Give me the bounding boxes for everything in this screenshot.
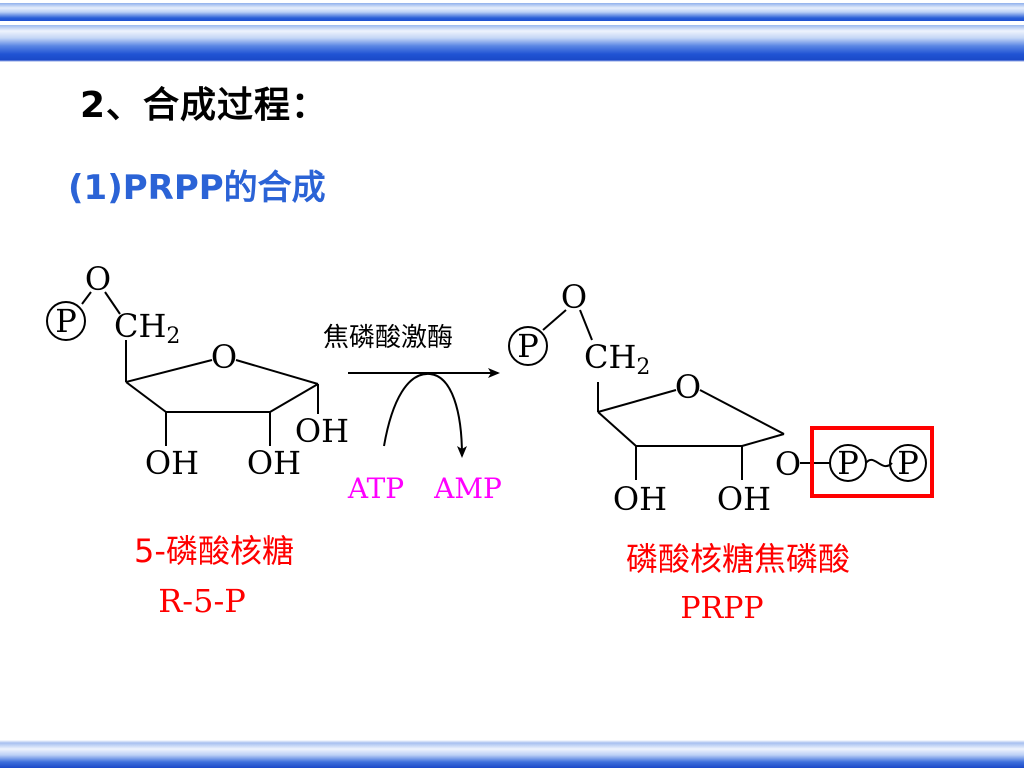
substrate-abbr-label: R-5-P — [158, 582, 246, 620]
product-pyro-p2-circle — [889, 444, 927, 482]
product-ring-o-c1 — [699, 389, 785, 435]
product-pyro-p1-label: P — [837, 444, 859, 482]
substrate-ring-c4-c3 — [125, 381, 167, 413]
substrate-oh-left: OH — [145, 444, 199, 482]
substrate-oh-right: OH — [295, 412, 349, 450]
atp-label: ATP — [347, 472, 404, 505]
product-oxygen-label: O — [561, 278, 587, 316]
substrate-phosphate-circle — [46, 301, 86, 341]
substrate-ring-o-c1 — [235, 359, 319, 385]
slide-title: 2、合成过程： — [80, 85, 329, 126]
product-ester-oxygen-label: O — [775, 445, 801, 483]
product-ring-c4-o — [597, 389, 677, 413]
substrate-oh-middle: OH — [247, 444, 301, 482]
product-phosphate-label: P — [517, 327, 539, 365]
product-phosphate-circle — [508, 326, 548, 366]
substrate-structure — [46, 291, 319, 446]
cofactor-curve-arrow — [383, 372, 467, 458]
substrate-ch2-label: CH2 — [114, 307, 180, 349]
product-ring-c4-c3 — [597, 411, 637, 447]
substrate-name-label: 5-磷酸核糖 — [134, 532, 294, 570]
product-oh-left: OH — [613, 480, 667, 518]
substrate-p-o-bond — [81, 291, 92, 305]
product-o-ch2-bond — [579, 309, 593, 341]
substrate-phosphate-label: P — [55, 302, 77, 340]
pyrophosphate-highlight-box — [810, 426, 934, 498]
slide-subtitle: (1)PRPP的合成 — [68, 168, 326, 208]
product-p-o-bond — [542, 309, 567, 331]
substrate-ring-oxygen-label: O — [211, 338, 237, 376]
product-ch2-label: CH2 — [584, 338, 650, 380]
product-ring-c2-c1 — [741, 433, 785, 447]
substrate-ring-c2-c1 — [269, 383, 319, 413]
product-ring-oxygen-label: O — [675, 368, 701, 406]
enzyme-label: 焦磷酸激酶 — [323, 323, 453, 353]
product-oh-right: OH — [717, 480, 771, 518]
product-pyro-p2-label: P — [897, 444, 919, 482]
product-name-label: 磷酸核糖焦磷酸 — [626, 540, 850, 578]
top-decorative-band — [0, 0, 1024, 62]
substrate-ring-c4-o — [125, 359, 213, 383]
bottom-decorative-band — [0, 740, 1024, 768]
product-p-p-bond — [865, 458, 893, 468]
amp-label: AMP — [433, 472, 502, 505]
substrate-o-ch2-bond — [104, 291, 121, 315]
substrate-oxygen-label: O — [85, 260, 111, 298]
product-structure — [508, 309, 927, 482]
product-abbr-label: PRPP — [680, 591, 763, 626]
